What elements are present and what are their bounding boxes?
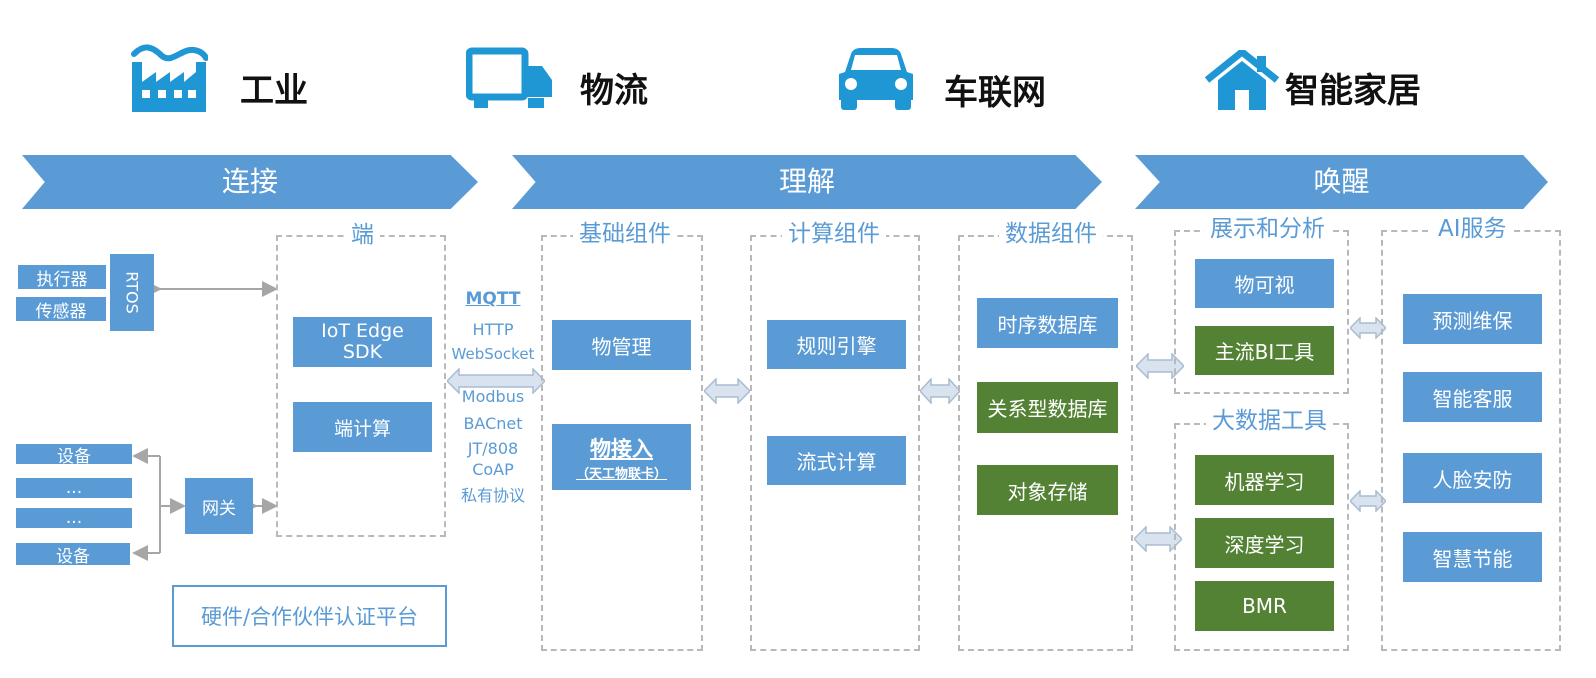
device-box-4[interactable]: 设备 <box>16 543 130 567</box>
banner-connect-label: 连接 <box>221 165 278 198</box>
industry-label-industrial: 工业 <box>240 71 308 111</box>
bi-tools-box[interactable]: 主流BI工具 <box>1195 326 1334 375</box>
protocol-jt808: JT/808 <box>467 439 519 458</box>
thing-management-box[interactable]: 物管理 <box>552 320 691 370</box>
double-arrow-basic-compute <box>704 378 750 404</box>
iot-edge-sdk-box[interactable]: IoT Edge SDK <box>293 317 432 367</box>
thing-visual-box[interactable]: 物可视 <box>1195 259 1334 308</box>
rtos-label: RTOS <box>122 271 142 314</box>
timeseries-db-box[interactable]: 时序数据库 <box>977 298 1118 348</box>
data-section-title: 数据组件 <box>999 221 1103 247</box>
banner-awaken: 唤醒 <box>1135 155 1548 209</box>
car-icon <box>835 46 917 116</box>
banner-awaken-label: 唤醒 <box>1313 165 1370 198</box>
deep-learning-box[interactable]: 深度学习 <box>1195 518 1334 568</box>
banner-understand-label: 理解 <box>778 165 835 198</box>
protocol-private: 私有协议 <box>460 486 525 505</box>
house-icon <box>1204 47 1280 116</box>
double-arrow-edge-basic <box>447 368 545 394</box>
device-box-3[interactable]: ... <box>16 508 132 528</box>
thing-access-label: 物接入 <box>590 436 653 461</box>
thing-access-box[interactable]: 物接入 （天工物联卡） <box>552 424 691 490</box>
protocol-websocket: WebSocket <box>451 345 535 363</box>
truck-icon <box>465 46 556 116</box>
edge-section <box>276 235 446 537</box>
protocol-coap: CoAP <box>472 460 514 479</box>
smart-service-box[interactable]: 智能客服 <box>1403 372 1542 422</box>
machine-learning-box[interactable]: 机器学习 <box>1195 455 1334 505</box>
device-box-1[interactable]: 设备 <box>16 444 132 467</box>
protocol-modbus: Modbus <box>461 387 525 406</box>
bigdata-section-title: 大数据工具 <box>1206 408 1333 434</box>
object-storage-box[interactable]: 对象存储 <box>977 465 1118 515</box>
banner-connect: 连接 <box>22 155 478 209</box>
display-section-title: 展示和分析 <box>1204 216 1331 242</box>
double-arrow-bigdata-ai <box>1350 490 1386 512</box>
smart-energy-box[interactable]: 智慧节能 <box>1403 532 1542 582</box>
double-arrow-data-bigdata <box>1134 526 1182 552</box>
banner-understand: 理解 <box>512 155 1102 209</box>
certification-platform-box[interactable]: 硬件/合作伙伴认证平台 <box>172 585 447 647</box>
industry-label-smarthome: 智能家居 <box>1285 71 1421 111</box>
iot-edge-sdk-line1: IoT Edge <box>321 320 404 342</box>
bmr-box[interactable]: BMR <box>1195 581 1334 631</box>
factory-icon <box>130 42 209 118</box>
edge-section-title: 端 <box>345 222 380 248</box>
face-security-box[interactable]: 人脸安防 <box>1403 453 1542 503</box>
industry-label-iov: 车联网 <box>944 73 1046 113</box>
double-arrow-compute-data <box>920 378 960 404</box>
executor-box[interactable]: 执行器 <box>18 265 106 290</box>
thing-access-sub: （天工物联卡） <box>575 466 667 482</box>
compute-section-title: 计算组件 <box>782 221 886 247</box>
protocol-mqtt[interactable]: MQTT <box>465 289 521 309</box>
device-box-2[interactable]: ... <box>16 478 132 498</box>
iot-edge-sdk-line2: SDK <box>342 341 383 363</box>
sensor-box[interactable]: 传感器 <box>16 297 106 322</box>
double-arrow-data-display <box>1136 353 1184 379</box>
protocol-bacnet: BACnet <box>463 414 523 433</box>
industry-label-logistics: 物流 <box>580 71 648 111</box>
edge-compute-box[interactable]: 端计算 <box>293 402 432 452</box>
ai-section-title: AI服务 <box>1432 216 1513 242</box>
predictive-maintenance-box[interactable]: 预测维保 <box>1403 294 1542 344</box>
basic-section-title: 基础组件 <box>573 221 677 247</box>
rtos-box[interactable]: RTOS <box>110 254 154 331</box>
stream-compute-box[interactable]: 流式计算 <box>767 436 906 485</box>
gateway-box[interactable]: 网关 <box>185 478 253 534</box>
double-arrow-display-ai <box>1350 317 1386 339</box>
relational-db-box[interactable]: 关系型数据库 <box>977 382 1118 433</box>
rule-engine-box[interactable]: 规则引擎 <box>767 320 906 369</box>
protocol-http: HTTP <box>472 320 514 339</box>
